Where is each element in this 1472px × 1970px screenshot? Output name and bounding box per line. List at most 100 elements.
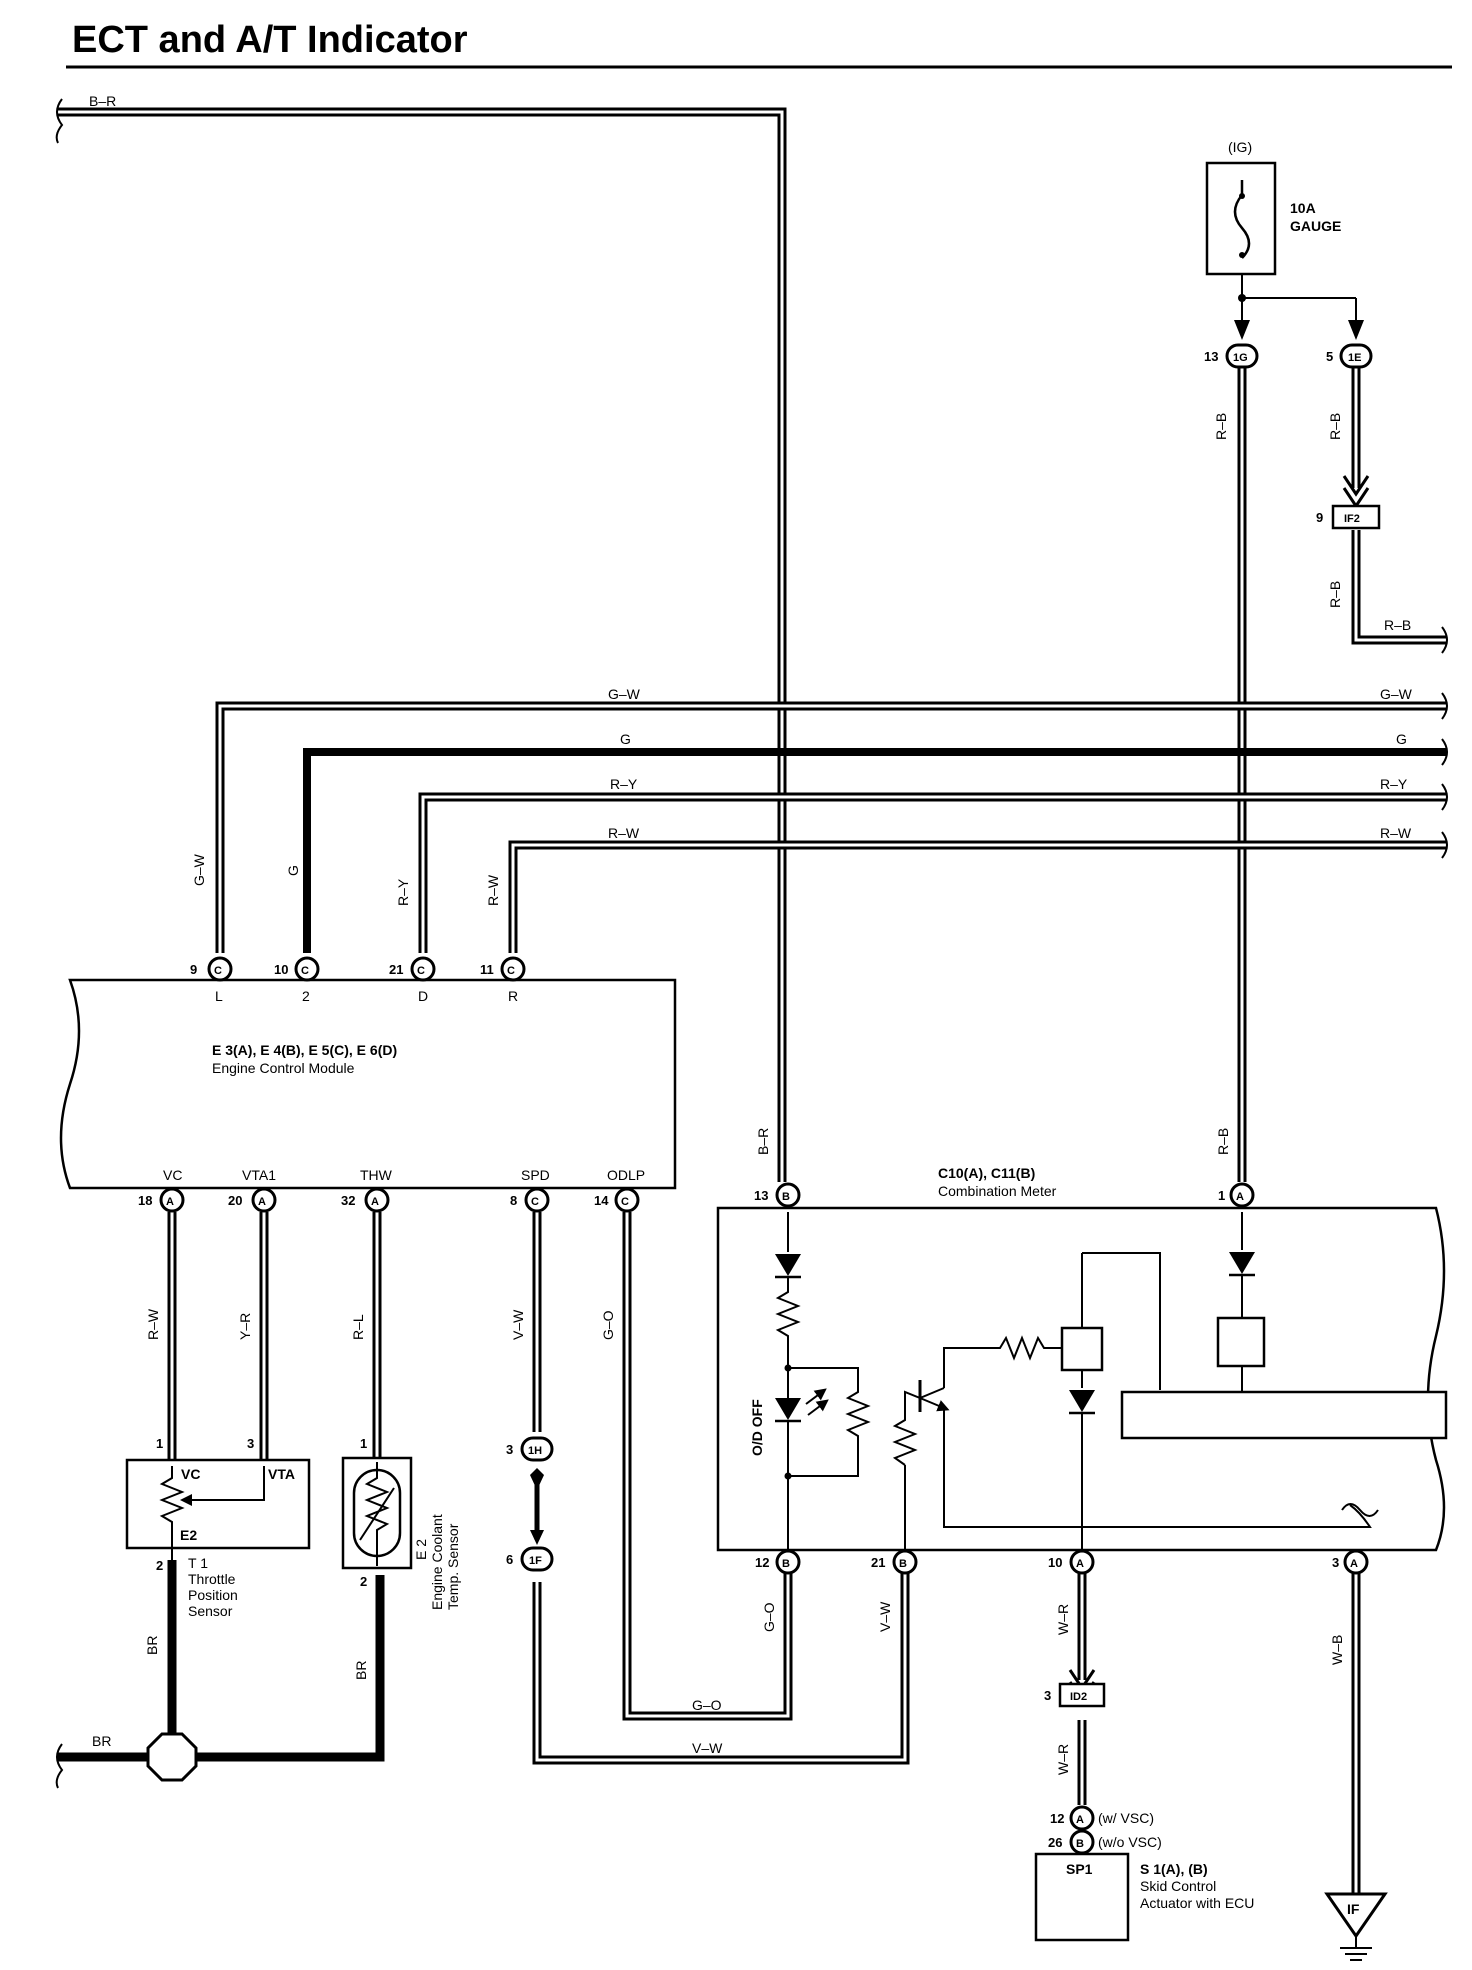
- svg-text:D: D: [418, 988, 428, 1004]
- wire-odlp: [622, 1212, 793, 1721]
- svg-text:Engine Coolant: Engine Coolant: [429, 1514, 445, 1610]
- svg-text:3: 3: [506, 1442, 513, 1457]
- connector-id2: ID2 3: [1044, 1682, 1106, 1708]
- svg-text:10: 10: [274, 962, 288, 977]
- svg-text:13: 13: [1204, 349, 1218, 364]
- wire-b-r-top: [55, 98, 787, 1182]
- svg-text:T 1: T 1: [188, 1555, 208, 1571]
- label-gw-a: G–W: [608, 686, 641, 702]
- svg-text:1G: 1G: [1233, 352, 1248, 364]
- svg-text:C: C: [531, 1196, 539, 1208]
- svg-text:ID2: ID2: [1070, 1691, 1087, 1703]
- svg-text:3: 3: [1332, 1555, 1339, 1570]
- meter-pin-21b: B 21: [871, 1549, 918, 1575]
- svg-text:GAUGE: GAUGE: [1290, 218, 1341, 234]
- label-rb-b: R–B: [1327, 413, 1343, 440]
- svg-text:Temp. Sensor: Temp. Sensor: [445, 1523, 461, 1610]
- svg-text:13: 13: [754, 1188, 768, 1203]
- svg-text:Throttle: Throttle: [188, 1571, 236, 1587]
- svg-text:SPD: SPD: [521, 1167, 550, 1183]
- ecm-pin-2: C 10 2: [274, 956, 320, 1004]
- svg-text:S 1(A), (B): S 1(A), (B): [1140, 1861, 1208, 1877]
- label-br-ground: BR: [92, 1733, 111, 1749]
- svg-text:C: C: [214, 965, 222, 977]
- label-gw-c: G–W: [191, 853, 207, 886]
- meter-pin-12b: B 12: [755, 1549, 801, 1575]
- svg-text:A: A: [166, 1196, 174, 1208]
- label-rw-b: R–W: [1380, 825, 1412, 841]
- svg-text:10: 10: [1048, 1555, 1062, 1570]
- svg-text:C: C: [417, 965, 425, 977]
- svg-text:1: 1: [360, 1436, 367, 1451]
- ecm-pin-vta1: VTA1 A 20: [228, 1167, 277, 1213]
- label-wr-a: W–R: [1055, 1604, 1071, 1635]
- svg-text:VC: VC: [163, 1167, 182, 1183]
- label-ry-c: R–Y: [395, 878, 411, 906]
- ecm-pin-odlp: ODLP C 14: [594, 1167, 645, 1213]
- svg-text:Combination Meter: Combination Meter: [938, 1183, 1057, 1199]
- svg-text:12: 12: [755, 1555, 769, 1570]
- label-rl-thw: R–L: [350, 1314, 366, 1340]
- label-g-b: G: [1396, 731, 1407, 747]
- ground-if: IF: [1324, 1892, 1388, 1961]
- svg-text:6: 6: [506, 1552, 513, 1567]
- wire-br-ground: [55, 1560, 385, 1789]
- svg-text:A: A: [1236, 1191, 1244, 1203]
- connector-if2: IF2 9: [1316, 504, 1381, 530]
- svg-text:11: 11: [480, 962, 494, 977]
- svg-text:9: 9: [1316, 510, 1323, 525]
- svg-text:2: 2: [302, 988, 310, 1004]
- connector-1h: 1H 3: [506, 1436, 554, 1462]
- fuse-gauge: (IG) 10A GAUGE: [1205, 139, 1341, 276]
- svg-text:5: 5: [1326, 349, 1333, 364]
- ecm-pin-spd: SPD C 8: [510, 1167, 550, 1213]
- label-rb-meter: R–B: [1215, 1128, 1231, 1155]
- svg-text:E2: E2: [180, 1527, 197, 1543]
- svg-text:E 2: E 2: [413, 1539, 429, 1560]
- label-rw-vc: R–W: [145, 1308, 161, 1340]
- svg-text:SP1: SP1: [1066, 1861, 1093, 1877]
- ecm-pin-thw: THW A 32: [341, 1167, 393, 1213]
- label-vw-bottom: V–W: [692, 1740, 723, 1756]
- svg-text:A: A: [1076, 1558, 1084, 1570]
- meter-pin-13b: B 13: [754, 1182, 801, 1208]
- svg-text:20: 20: [228, 1193, 242, 1208]
- svg-text:IF: IF: [1347, 1901, 1360, 1917]
- svg-text:(IG): (IG): [1228, 139, 1252, 155]
- wire-g-w: [215, 692, 1448, 953]
- label-rw-c: R–W: [485, 874, 501, 906]
- svg-text:IF2: IF2: [1344, 513, 1360, 525]
- svg-text:3: 3: [247, 1436, 254, 1451]
- combination-meter: C10(A), C11(B) Combination Meter O/D OFF: [716, 1165, 1448, 1555]
- label-br-t1: BR: [144, 1636, 160, 1655]
- label-vw-spd: V–W: [510, 1309, 526, 1340]
- svg-text:THW: THW: [360, 1167, 393, 1183]
- svg-text:2: 2: [360, 1574, 367, 1589]
- label-br-top: B–R: [89, 93, 116, 109]
- label-go-odlp: G–O: [600, 1310, 616, 1340]
- connector-1g: 1G 13: [1204, 343, 1259, 369]
- ecm-pin-r: C 11 R: [480, 956, 526, 1004]
- svg-text:26: 26: [1048, 1835, 1062, 1850]
- label-wb: W–B: [1329, 1635, 1345, 1665]
- svg-text:E 3(A), E 4(B), E 5(C), E 6(D): E 3(A), E 4(B), E 5(C), E 6(D): [212, 1042, 397, 1058]
- svg-text:(w/ VSC): (w/ VSC): [1098, 1810, 1154, 1826]
- svg-text:B: B: [782, 1558, 790, 1570]
- svg-text:R: R: [508, 988, 518, 1004]
- svg-text:1F: 1F: [529, 1555, 542, 1567]
- svg-text:12: 12: [1050, 1811, 1064, 1826]
- wire-spd: [530, 1212, 910, 1765]
- ecm-pin-d: C 21 D: [389, 956, 436, 1004]
- svg-text:1H: 1H: [528, 1445, 542, 1457]
- svg-text:VTA: VTA: [268, 1466, 295, 1482]
- engine-control-module: E 3(A), E 4(B), E 5(C), E 6(D) Engine Co…: [59, 978, 677, 1190]
- svg-text:18: 18: [138, 1193, 152, 1208]
- svg-text:10A: 10A: [1290, 200, 1316, 216]
- svg-text:C10(A), C11(B): C10(A), C11(B): [938, 1165, 1035, 1181]
- wire-r-y: [418, 783, 1448, 953]
- svg-text:8: 8: [510, 1193, 517, 1208]
- svg-text:14: 14: [594, 1193, 609, 1208]
- svg-text:A: A: [1076, 1814, 1084, 1826]
- label-rb-a: R–B: [1213, 413, 1229, 440]
- svg-text:A: A: [371, 1196, 379, 1208]
